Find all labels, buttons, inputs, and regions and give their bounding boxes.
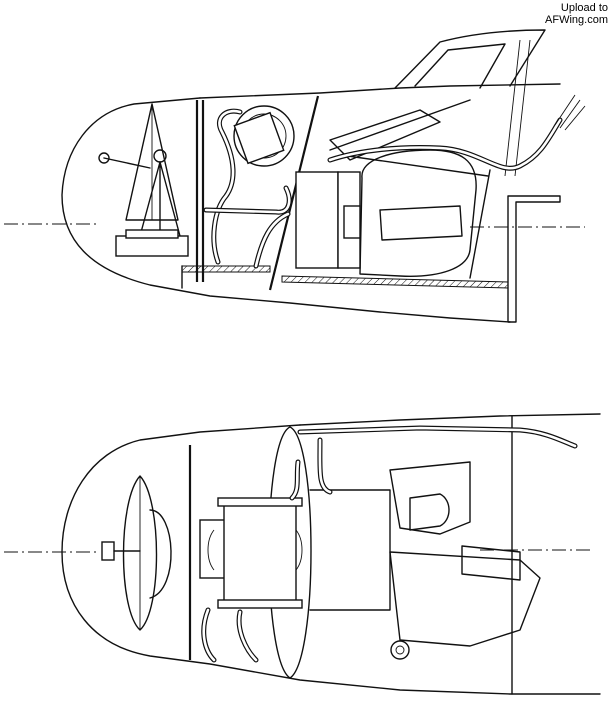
side-tank-panel bbox=[379, 205, 463, 241]
side-view bbox=[4, 29, 586, 323]
plan-cable-3 bbox=[201, 607, 259, 663]
side-upper-line bbox=[199, 83, 561, 99]
plan-antenna-feed bbox=[101, 541, 115, 561]
plan-upper-line bbox=[299, 413, 601, 426]
side-equipment-box-1 bbox=[295, 171, 339, 269]
side-equipment-box-3 bbox=[343, 205, 361, 239]
side-seat-rail bbox=[329, 109, 441, 161]
side-antenna-mount bbox=[139, 161, 181, 237]
side-antenna-base-top bbox=[125, 229, 179, 239]
side-scope-ring bbox=[233, 105, 295, 167]
plan-seat-upper-pad bbox=[409, 493, 450, 531]
side-bulkhead-3 bbox=[469, 169, 491, 279]
side-strut-1 bbox=[347, 155, 489, 177]
watermark-line-2: AFWing.com bbox=[545, 14, 608, 26]
plan-nose-outline bbox=[61, 424, 601, 695]
plan-coil-right bbox=[295, 529, 303, 571]
plan-view bbox=[4, 413, 601, 695]
side-strut-2 bbox=[329, 99, 471, 151]
side-antenna-feed-tip bbox=[98, 152, 110, 164]
plan-console-box bbox=[461, 545, 521, 581]
side-cable-1 bbox=[211, 108, 243, 265]
side-antenna-base bbox=[115, 235, 189, 257]
side-cable-4 bbox=[327, 117, 563, 171]
side-canopy bbox=[394, 29, 546, 89]
side-cable-2 bbox=[203, 185, 292, 215]
side-bulkhead-2 bbox=[268, 95, 320, 291]
plan-control-knob bbox=[390, 640, 410, 660]
plan-cylinder-unit bbox=[223, 501, 297, 605]
watermark: Upload to AFWing.com bbox=[545, 2, 608, 26]
side-antenna-feed bbox=[103, 157, 151, 169]
plan-cylinder-cap-top bbox=[217, 497, 303, 507]
side-rear-frame bbox=[507, 195, 561, 323]
watermark-line-1: Upload to bbox=[560, 2, 608, 14]
side-nose-outline bbox=[61, 97, 511, 323]
plan-antenna-drive bbox=[149, 509, 172, 599]
side-tank bbox=[359, 149, 477, 277]
plan-seat-upper bbox=[389, 461, 471, 535]
side-frame-line bbox=[504, 39, 521, 177]
side-cable-ends bbox=[554, 94, 586, 131]
plan-seat-lower bbox=[389, 551, 541, 647]
side-floor-right bbox=[281, 275, 509, 289]
side-scope-body bbox=[233, 111, 285, 165]
plan-control-knob-center bbox=[395, 645, 405, 655]
plan-rear-compartment bbox=[309, 489, 391, 611]
plan-cylinder-cap-bottom bbox=[217, 599, 303, 609]
plan-coil-left bbox=[207, 529, 215, 571]
plan-bulkhead-ring bbox=[268, 426, 312, 679]
side-canopy-inner bbox=[414, 43, 506, 89]
side-frame-line-2 bbox=[514, 39, 531, 177]
